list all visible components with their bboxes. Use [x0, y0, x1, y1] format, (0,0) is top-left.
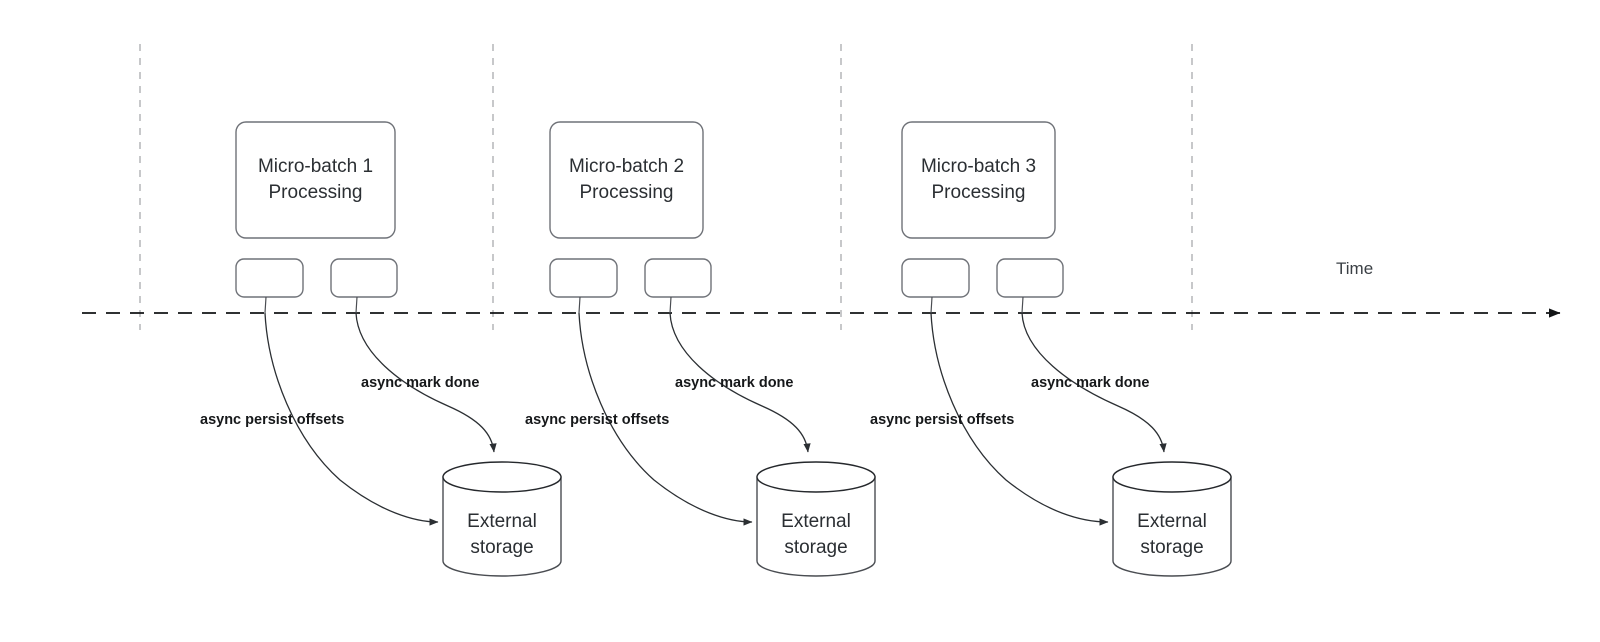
external-storage-1-label-line2: storage: [470, 537, 533, 558]
persist-stem-3: [930, 296, 933, 314]
async-mark-done-label-2: async mark done: [675, 375, 793, 391]
external-storage-3-body: [1112, 476, 1232, 577]
micro-batch-2-box[interactable]: [549, 121, 704, 239]
external-storage-1-body: [442, 476, 562, 577]
mark-done-stem-2: [669, 296, 672, 314]
persist-marker-box-2[interactable]: [549, 258, 618, 298]
external-storage-2-body: [756, 476, 876, 577]
persist-marker-box-1[interactable]: [235, 258, 304, 298]
persist-stem-1: [264, 296, 267, 314]
external-storage-2-top: [756, 461, 876, 493]
async-mark-done-label-3: async mark done: [1031, 375, 1149, 391]
micro-batch-2-label-line1: Micro-batch 2: [569, 156, 684, 177]
micro-batch-3-label-line1: Micro-batch 3: [921, 156, 1036, 177]
micro-batch-3-label-line2: Processing: [932, 182, 1026, 203]
async-persist-offsets-edge-1: [264, 312, 439, 526]
micro-batch-group-1: Micro-batch 1 Processing async persist o…: [200, 121, 562, 577]
async-mark-done-label-1: async mark done: [361, 375, 479, 391]
persist-marker-box-3[interactable]: [901, 258, 970, 298]
external-storage-cylinder-1[interactable]: External storage: [442, 461, 562, 577]
micro-batch-2-label-line2: Processing: [580, 182, 674, 203]
micro-batch-group-2: Micro-batch 2 Processing async persist o…: [525, 121, 876, 577]
external-storage-2-label-line1: External: [781, 511, 851, 532]
time-axis: Time: [82, 259, 1561, 318]
mark-done-marker-box-2[interactable]: [644, 258, 712, 298]
mark-done-stem-1: [355, 296, 358, 314]
async-persist-offsets-label-3: async persist offsets: [870, 412, 1014, 428]
async-mark-done-edge-1: [355, 312, 497, 453]
external-storage-cylinder-2[interactable]: External storage: [756, 461, 876, 577]
external-storage-1-label-line1: External: [467, 511, 537, 532]
async-persist-offsets-label-2: async persist offsets: [525, 412, 669, 428]
micro-batch-1-label-line1: Micro-batch 1: [258, 156, 373, 177]
persist-stem-2: [578, 296, 581, 314]
micro-batch-3-box[interactable]: [901, 121, 1056, 239]
time-axis-label: Time: [1336, 259, 1373, 278]
mark-done-marker-box-1[interactable]: [330, 258, 398, 298]
mark-done-stem-3: [1021, 296, 1024, 314]
async-persist-offsets-edge-3: [930, 312, 1109, 526]
micro-batch-1-box[interactable]: [235, 121, 396, 239]
micro-batch-group-3: Micro-batch 3 Processing async persist o…: [870, 121, 1232, 577]
micro-batch-1-label-line2: Processing: [269, 182, 363, 203]
mark-done-marker-box-3[interactable]: [996, 258, 1064, 298]
external-storage-3-top: [1112, 461, 1232, 493]
external-storage-3-label-line2: storage: [1140, 537, 1203, 558]
external-storage-2-label-line2: storage: [784, 537, 847, 558]
external-storage-3-label-line1: External: [1137, 511, 1207, 532]
external-storage-1-top: [442, 461, 562, 493]
external-storage-cylinder-3[interactable]: External storage: [1112, 461, 1232, 577]
async-persist-offsets-label-1: async persist offsets: [200, 412, 344, 428]
batch-boundary-gridlines: [139, 44, 1193, 330]
async-persist-offsets-edge-2: [578, 312, 753, 526]
async-mark-done-edge-3: [1021, 312, 1167, 453]
async-mark-done-edge-2: [669, 312, 811, 453]
